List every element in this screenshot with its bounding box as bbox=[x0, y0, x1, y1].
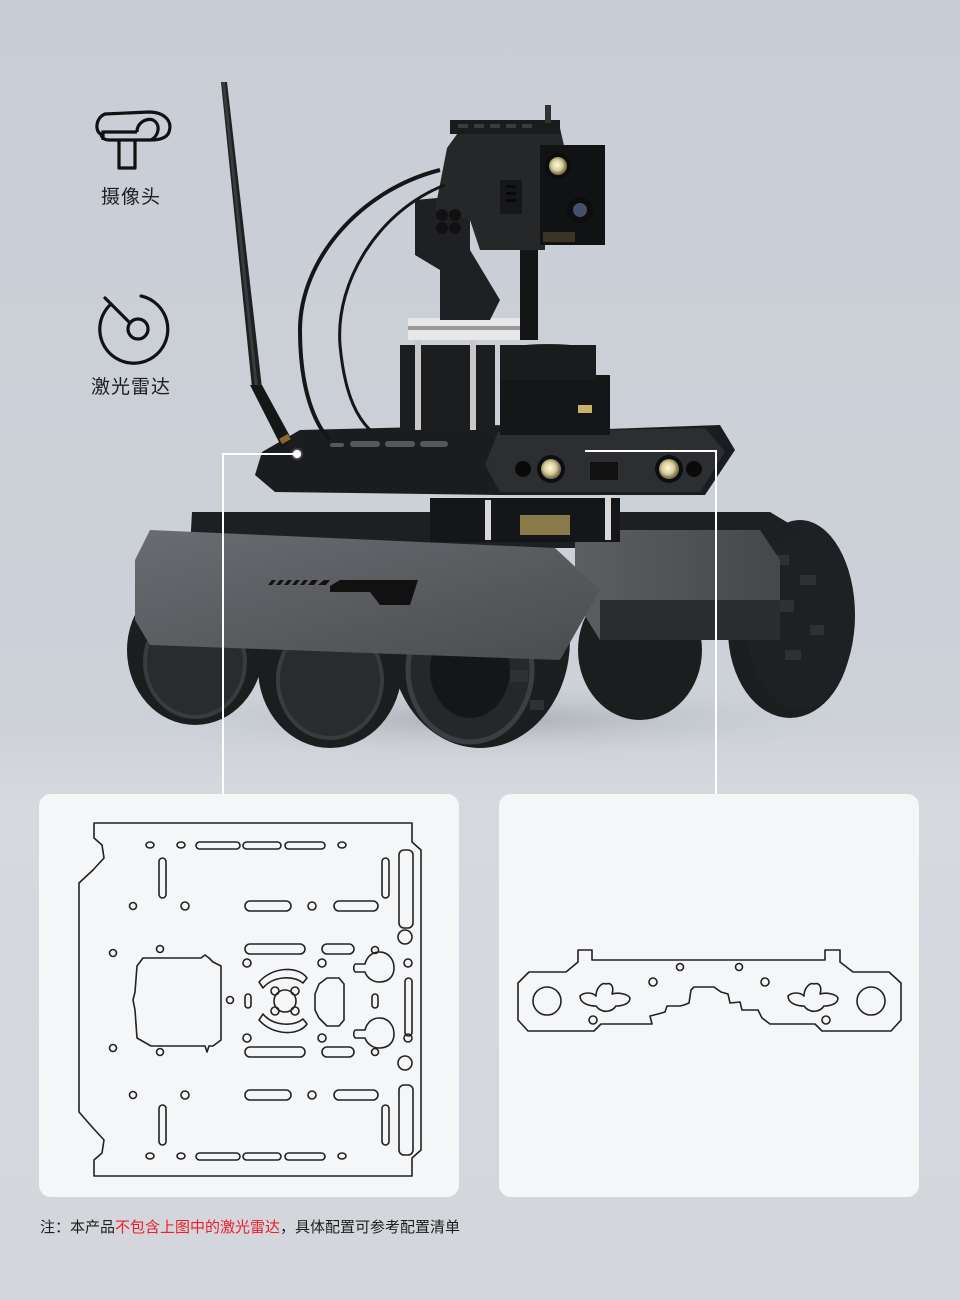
vent-slots bbox=[268, 580, 418, 605]
feature-lidar-label: 激光雷达 bbox=[90, 376, 171, 398]
connector-line-right-v bbox=[715, 450, 717, 794]
connector-dot-left bbox=[293, 450, 301, 458]
antenna bbox=[221, 82, 292, 448]
robot-product-image bbox=[110, 82, 870, 760]
feature-camera-label: 摄像头 bbox=[100, 186, 161, 208]
note-highlight: 不包含上图中的激光雷达 bbox=[115, 1218, 281, 1236]
note-prefix: 注：本产品 bbox=[40, 1218, 116, 1236]
lidar-unit bbox=[500, 375, 610, 435]
lidar-icon bbox=[98, 294, 170, 365]
left-side-panel bbox=[135, 530, 600, 660]
pan-tilt-arm bbox=[415, 195, 500, 320]
disclaimer-note: 注：本产品不包含上图中的激光雷达，具体配置可参考配置清单 bbox=[40, 1216, 460, 1237]
connector-line-left-h bbox=[222, 453, 297, 455]
front-bracket-card bbox=[499, 794, 919, 1197]
connector-line-right-h bbox=[585, 450, 716, 452]
camera-icon bbox=[95, 110, 172, 170]
chassis-plate-card bbox=[39, 794, 459, 1197]
feature-lidar: 激光雷达 bbox=[81, 290, 181, 399]
chassis-plate-outline bbox=[78, 822, 422, 1177]
feature-camera: 摄像头 bbox=[81, 106, 181, 209]
note-suffix: ，具体配置可参考配置清单 bbox=[280, 1218, 461, 1236]
connector-line-left-v bbox=[222, 453, 224, 795]
front-bracket-outline bbox=[517, 949, 902, 1032]
